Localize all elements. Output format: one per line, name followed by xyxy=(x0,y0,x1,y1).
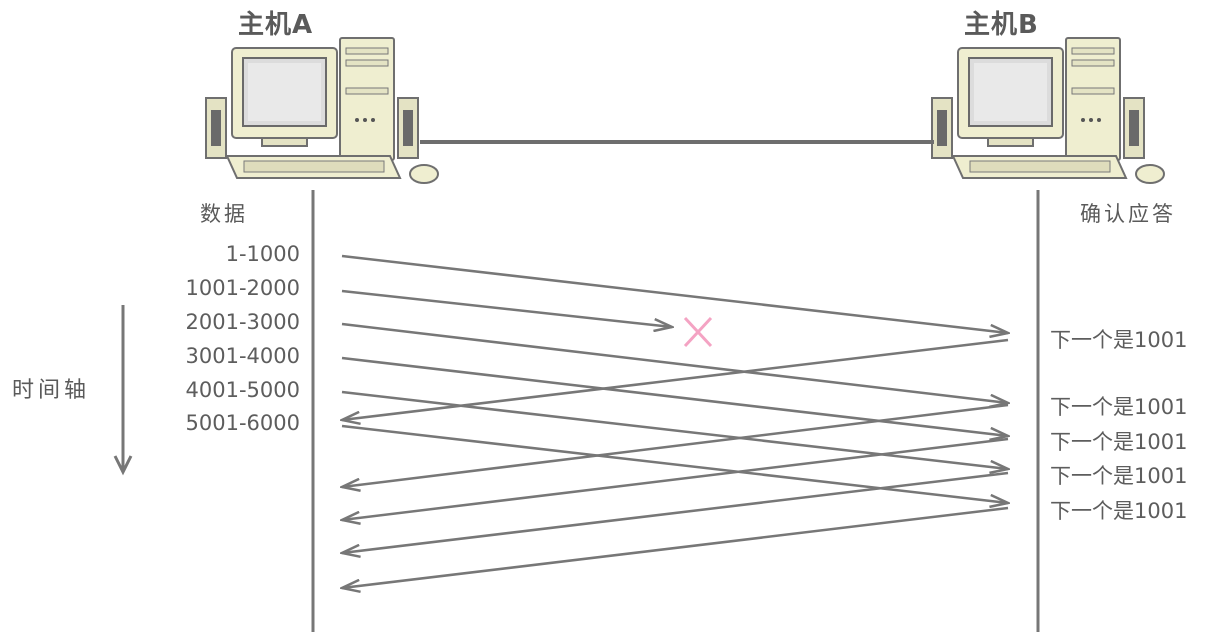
timeline-arrow-head xyxy=(113,455,133,476)
cross-icon xyxy=(683,316,713,348)
ack-arrow xyxy=(342,437,1009,520)
ack-label: 下一个是1001 xyxy=(1050,464,1188,488)
segment-label: 4001-5000 xyxy=(185,378,300,402)
ack-arrow xyxy=(342,403,1009,487)
host-a-title: 主机A xyxy=(238,10,314,40)
data-segment-arrow xyxy=(341,424,1008,503)
host-b-title: 主机B xyxy=(964,10,1039,40)
data-segment-arrow xyxy=(341,390,1008,469)
ack-label: 下一个是1001 xyxy=(1050,395,1188,419)
ack-label: 下一个是1001 xyxy=(1050,328,1188,352)
segment-label: 3001-4000 xyxy=(185,344,300,368)
data-segment-arrow xyxy=(341,254,1008,333)
segment-label: 1001-2000 xyxy=(185,276,300,300)
segment-label: 5001-6000 xyxy=(185,411,300,435)
ack-arrow xyxy=(342,506,1009,588)
timeline-label: 时间轴 xyxy=(12,378,91,403)
desktop-computer-icon xyxy=(931,37,1165,184)
ack-label: 下一个是1001 xyxy=(1050,499,1188,523)
data-segment-arrow xyxy=(341,322,1008,403)
segment-label: 2001-3000 xyxy=(185,310,300,334)
lost-segment-arrow xyxy=(341,289,672,327)
desktop-computer-icon xyxy=(205,37,439,184)
data-column-header: 数据 xyxy=(200,202,248,226)
data-segment-arrow xyxy=(341,356,1008,436)
ack-label: 下一个是1001 xyxy=(1050,430,1188,454)
ack-column-header: 确认应答 xyxy=(1080,202,1176,226)
ack-arrow xyxy=(342,338,1009,420)
ack-arrow xyxy=(342,471,1009,553)
segment-label: 1-1000 xyxy=(225,242,300,266)
